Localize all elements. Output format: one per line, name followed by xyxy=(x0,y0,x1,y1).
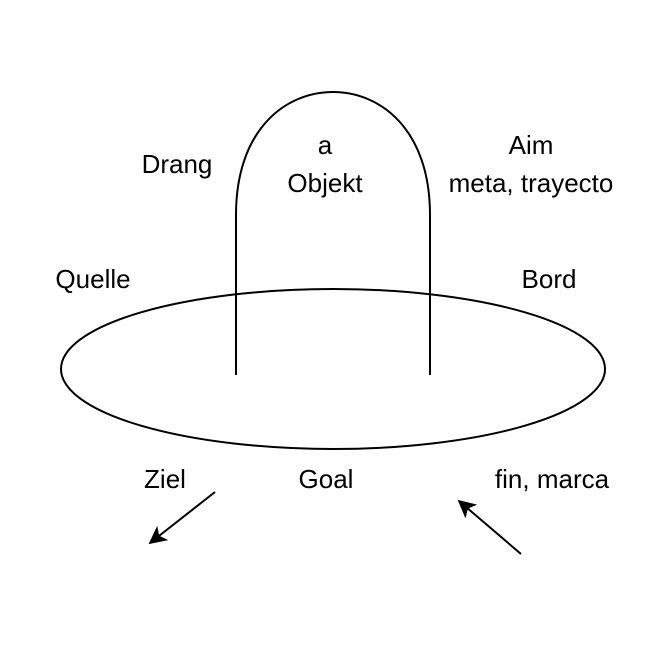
label-a: a xyxy=(318,130,333,160)
label-aim: Aim xyxy=(509,130,554,160)
label-objekt: Objekt xyxy=(287,168,363,198)
rim-ellipse xyxy=(60,288,606,450)
fin-marca-arrow xyxy=(457,499,522,555)
label-meta-trayecto: meta, trayecto xyxy=(449,168,614,198)
label-ziel: Ziel xyxy=(144,464,186,494)
ziel-arrow xyxy=(148,491,216,545)
label-bord: Bord xyxy=(522,264,577,294)
label-quelle: Quelle xyxy=(55,264,130,294)
drive-arch xyxy=(235,90,431,375)
label-drang: Drang xyxy=(142,149,213,179)
label-goal: Goal xyxy=(299,464,354,494)
label-fin-marca: fin, marca xyxy=(495,464,610,494)
